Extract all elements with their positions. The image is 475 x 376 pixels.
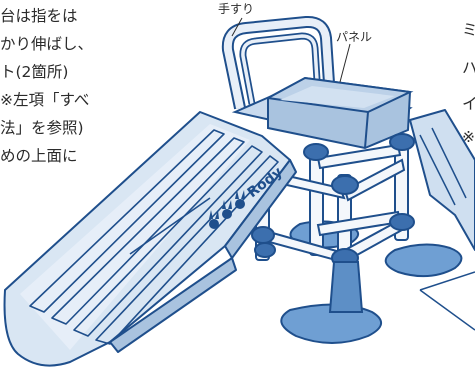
panel-label: パネル (336, 30, 373, 44)
instruction-text-line-2: かり伸ばし、 (0, 35, 94, 53)
rody-character-icons (209, 190, 245, 229)
instruction-text-line-1: 台は指をは (0, 7, 78, 25)
main-slide (3, 111, 297, 367)
handrail-label: 手すり (218, 2, 255, 16)
panel-leader-line (339, 43, 351, 83)
top-deck (231, 76, 414, 150)
foot-front-leg (328, 261, 364, 313)
right-text-glyph-2: ハ (462, 59, 475, 77)
instruction-text-line-3: ト(2箇所) (0, 63, 69, 81)
callout-box-corner (419, 271, 475, 331)
right-text-glyph-4: ※ (462, 128, 475, 146)
handrail (221, 15, 336, 110)
right-text-glyph-3: イ (462, 95, 475, 113)
handrail-leader-line (231, 17, 243, 37)
instruction-text-line-5: 法」を参照) (0, 119, 84, 137)
foot-back-right (384, 243, 463, 278)
instruction-text-line-4: ※左項「すべ (0, 91, 90, 109)
right-slide-fragment (409, 109, 475, 251)
right-text-glyph-1: ミ (462, 21, 475, 39)
front-joint (254, 242, 276, 258)
instruction-text-line-6: めの上面に (0, 147, 78, 165)
